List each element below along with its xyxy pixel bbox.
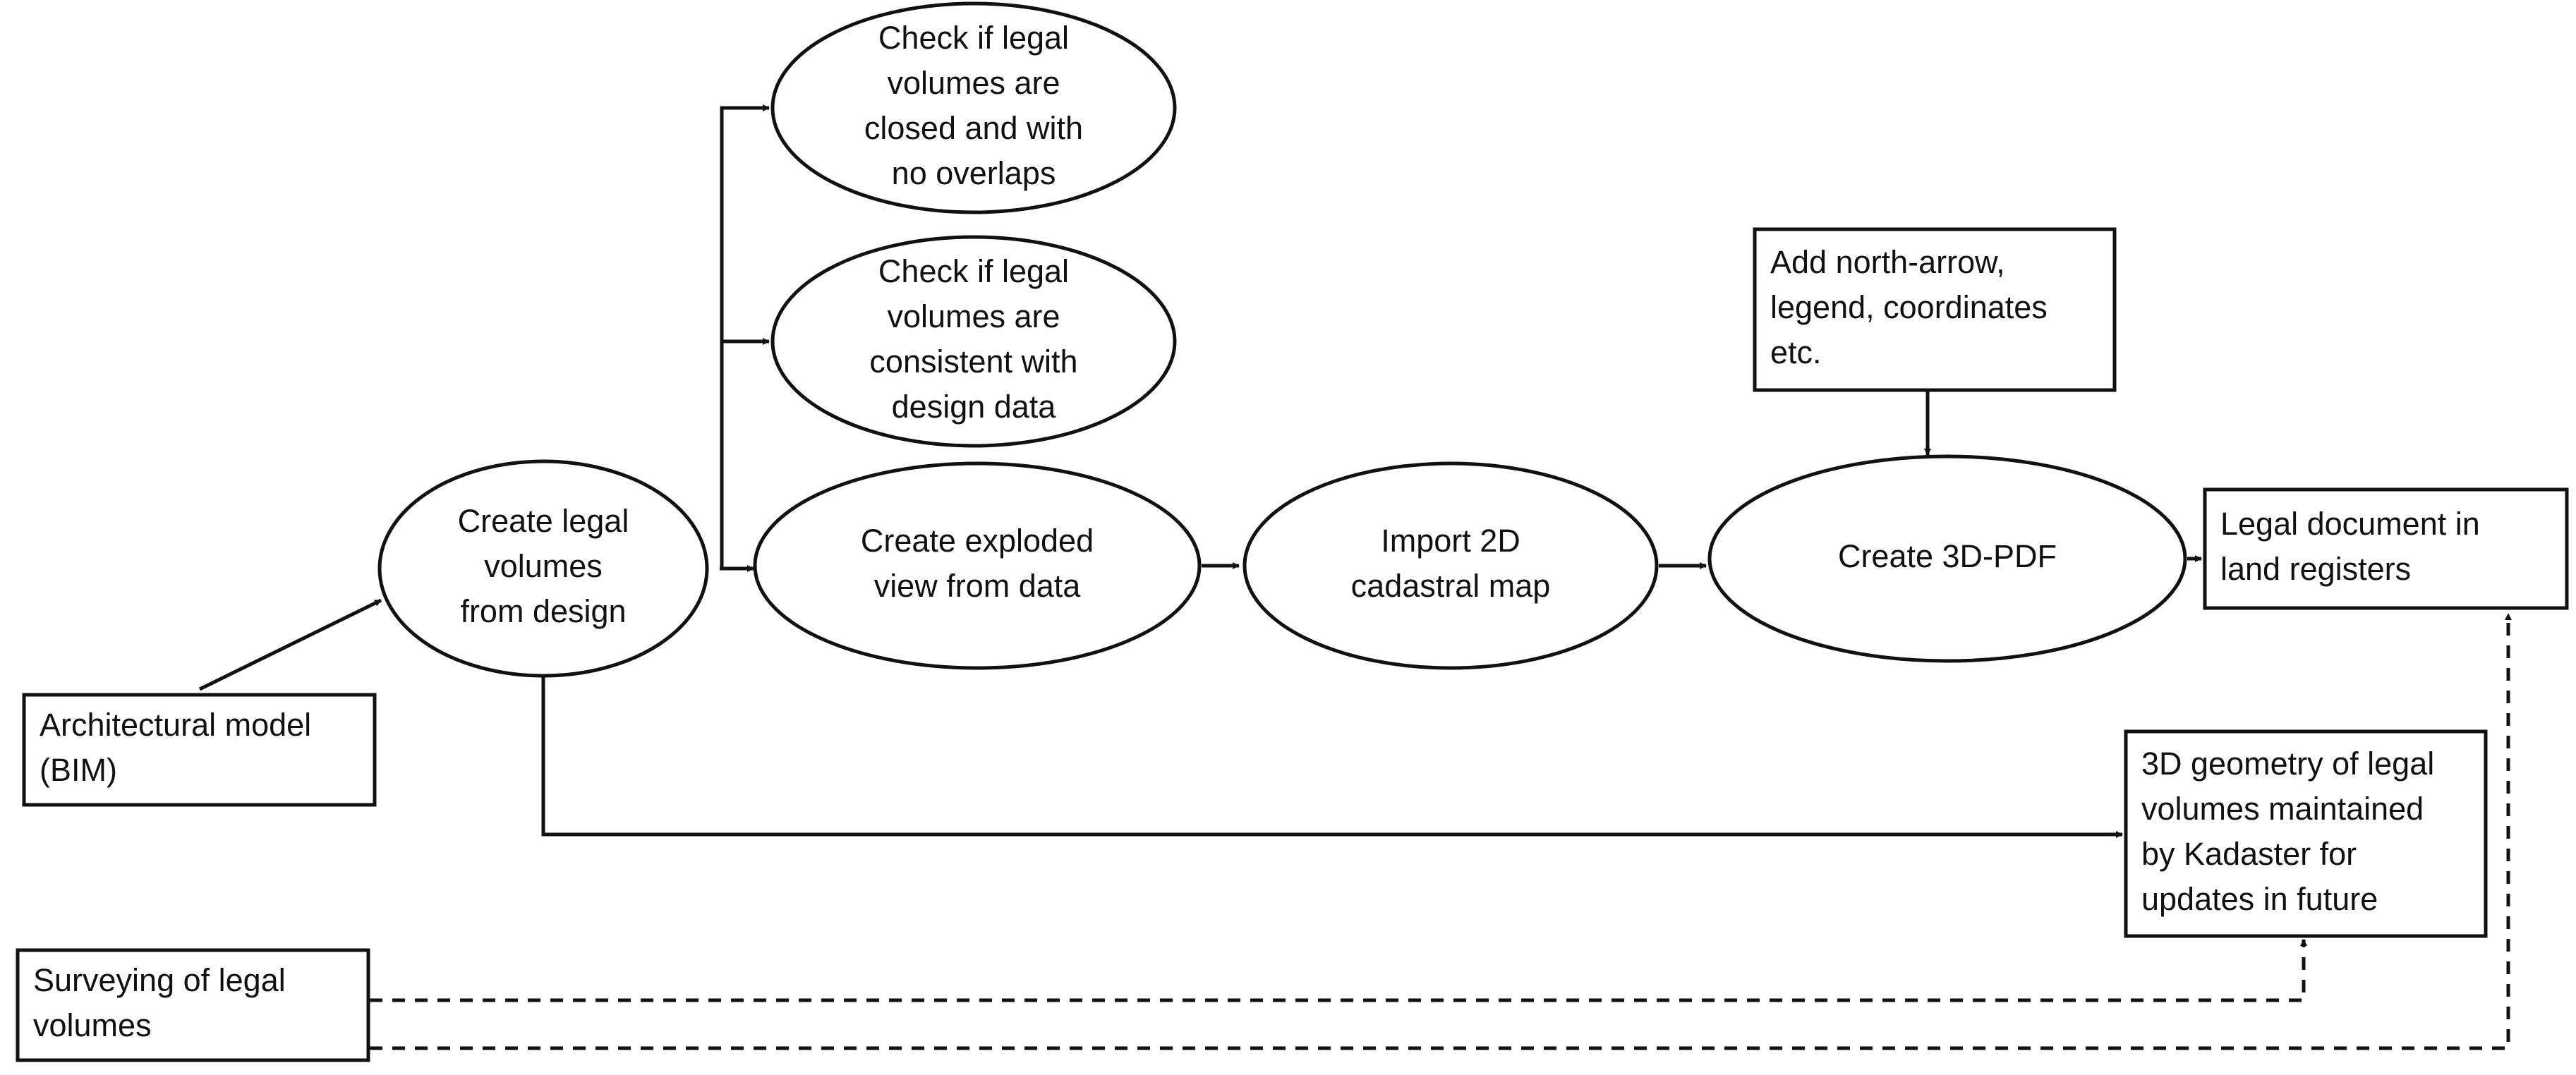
check-consistent-label: Check if legal volumes are consistent with… xyxy=(869,253,1077,425)
create-3dpdf-ellipse xyxy=(1707,454,2187,663)
add-north-label-line: etc. xyxy=(1770,334,1822,370)
edge-arch_model-to-create_legal xyxy=(198,598,382,691)
check-closed-label-line: closed and with xyxy=(864,110,1083,146)
check-consistent-label-line: design data xyxy=(892,389,1057,425)
arch-model-label-line: (BIM) xyxy=(40,752,117,788)
create-legal-label-line: Create legal xyxy=(458,503,629,539)
check-closed-label-line: volumes are xyxy=(887,65,1060,101)
geometry-3d-label-line: volumes maintained xyxy=(2141,791,2424,827)
surveying-label-line: volumes xyxy=(33,1007,152,1043)
add-north-label-line: Add north-arrow, xyxy=(1770,244,2005,280)
edge-surveying-to-legal_doc xyxy=(370,613,2512,1050)
node-add-north: Add north-arrow, legend, coordinates etc. xyxy=(1753,227,2117,392)
nodes-layer: Architectural model (BIM) Create legal volu… xyxy=(16,1,2569,1062)
edges-layer xyxy=(198,104,2512,1050)
legal-doc-label-line: Legal document in xyxy=(2220,506,2480,542)
node-legal-doc: Legal document in land registers xyxy=(2203,487,2569,610)
import-2d-ellipse xyxy=(1242,461,1659,670)
surveying-label-line: Surveying of legal xyxy=(33,962,286,998)
arch-model-label-line: Architectural model xyxy=(40,707,311,743)
create-legal-label-line: volumes xyxy=(484,548,603,584)
legal-doc-label: Legal document in land registers xyxy=(2220,506,2480,587)
surveying-box xyxy=(16,948,370,1062)
add-north-label: Add north-arrow, legend, coordinates etc. xyxy=(1770,244,2048,370)
geometry-3d-label-line: 3D geometry of legal xyxy=(2141,746,2434,782)
geometry-3d-label-line: by Kadaster for xyxy=(2141,836,2357,872)
arch-model-box xyxy=(22,693,377,807)
arch-model-label: Architectural model (BIM) xyxy=(40,707,311,788)
node-arch-model: Architectural model (BIM) xyxy=(22,693,377,807)
node-create-legal: Create legal volumes from design xyxy=(377,459,709,678)
check-closed-ellipse xyxy=(770,1,1177,214)
legal-doc-label-line: land registers xyxy=(2220,551,2411,587)
check-consistent-label-line: consistent with xyxy=(869,344,1077,379)
geometry-3d-label: 3D geometry of legal volumes maintained by… xyxy=(2141,746,2434,917)
exploded-view-ellipse xyxy=(753,461,1202,670)
import-2d-label-line: cadastral map xyxy=(1351,568,1551,604)
check-closed-label-line: no overlaps xyxy=(892,155,1056,191)
node-geometry-3d: 3D geometry of legal volumes maintained by… xyxy=(2124,729,2488,938)
edge-create_legal-to-check_closed xyxy=(720,104,770,571)
create-legal-label-line: from design xyxy=(460,593,626,629)
node-import-2d: Import 2D cadastral map xyxy=(1242,461,1659,670)
check-consistent-label-line: volumes are xyxy=(887,298,1060,334)
check-consistent-ellipse xyxy=(770,235,1177,448)
node-check-closed: Check if legal volumes are closed and with… xyxy=(770,1,1177,214)
check-consistent-label-line: Check if legal xyxy=(878,253,1069,289)
exploded-view-label: Create exploded view from data xyxy=(861,523,1094,604)
exploded-view-label-line: view from data xyxy=(874,568,1082,604)
geometry-3d-box xyxy=(2124,729,2488,938)
exploded-view-label-line: Create exploded xyxy=(861,523,1094,559)
node-surveying: Surveying of legal volumes xyxy=(16,948,370,1062)
legal-doc-box xyxy=(2203,487,2569,610)
node-check-consistent: Check if legal volumes are consistent with… xyxy=(770,235,1177,448)
create-3dpdf-label: Create 3D-PDF xyxy=(1838,538,2057,574)
edge-create_legal-to-geometry_3d xyxy=(541,677,2123,838)
node-exploded-view: Create exploded view from data xyxy=(753,461,1202,670)
add-north-box xyxy=(1753,227,2117,392)
check-closed-label-line: Check if legal xyxy=(878,20,1069,56)
check-closed-label: Check if legal volumes are closed and with… xyxy=(864,20,1083,191)
create-legal-label: Create legal volumes from design xyxy=(458,503,629,629)
create-legal-ellipse xyxy=(377,459,709,678)
edge-surveying-to-geometry_3d xyxy=(370,939,2307,1002)
import-2d-label: Import 2D cadastral map xyxy=(1351,523,1551,604)
node-create-3dpdf: Create 3D-PDF xyxy=(1707,454,2187,663)
geometry-3d-label-line: updates in future xyxy=(2141,881,2378,917)
add-north-label-line: legend, coordinates xyxy=(1770,289,2048,325)
import-2d-label-line: Import 2D xyxy=(1381,523,1520,559)
surveying-label: Surveying of legal volumes xyxy=(33,962,286,1043)
create-3dpdf-label-line: Create 3D-PDF xyxy=(1838,538,2057,574)
